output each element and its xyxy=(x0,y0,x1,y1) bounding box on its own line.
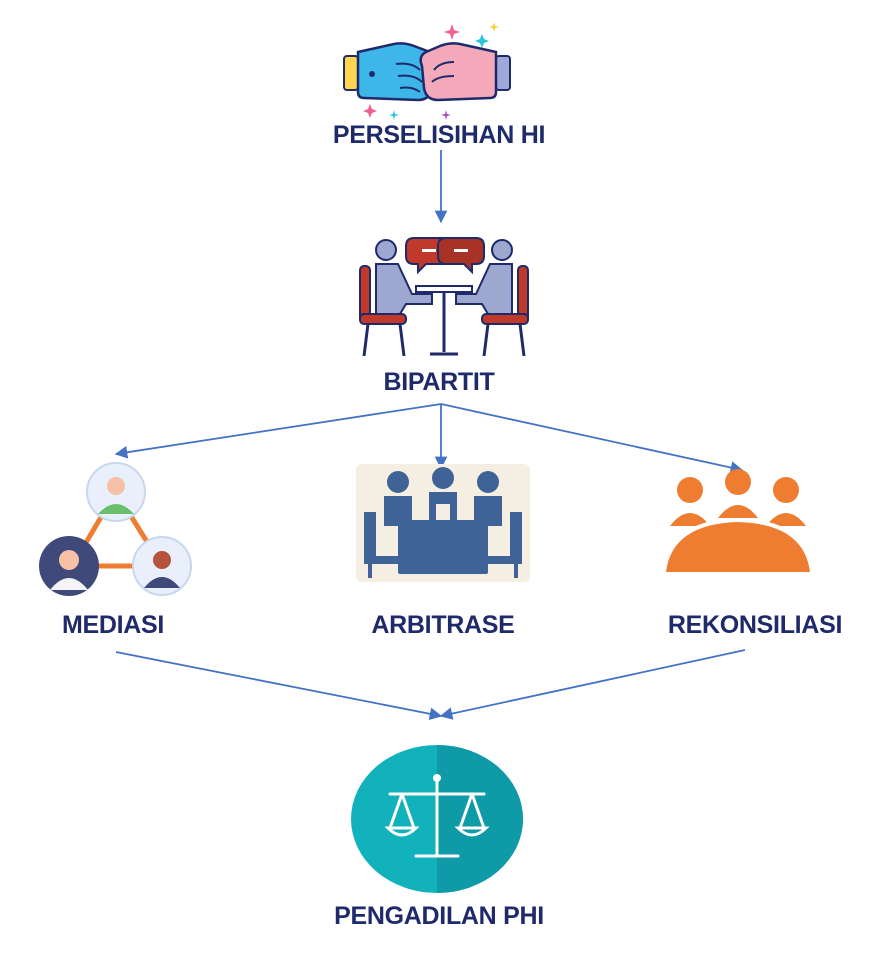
node-label-arbitrase: ARBITRASE xyxy=(371,611,515,639)
node-label-mediasi: MEDIASI xyxy=(61,611,165,639)
justice-scale-icon xyxy=(351,745,523,893)
arrow-bipartit-to-mediasi xyxy=(114,403,442,459)
node-label-pengadilan: PENGADILAN PHI xyxy=(334,902,544,930)
arbitration-table-icon xyxy=(356,464,530,582)
group-meeting-icon xyxy=(664,469,812,573)
node-label-perselisihan: PERSELISIHAN HI xyxy=(332,121,546,149)
meeting-table-icon xyxy=(359,237,529,357)
mediation-network-icon xyxy=(39,462,192,596)
fist-bump-icon xyxy=(343,22,511,120)
arrow-mediasi-to-pengadilan xyxy=(115,651,443,720)
node-label-rekonsiliasi: REKONSILIASI xyxy=(667,611,843,639)
arrow-rekonsiliasi-to-pengadilan xyxy=(439,649,746,720)
arrow-bipartit-to-rekonsiliasi xyxy=(440,403,744,474)
node-label-bipartit: BIPARTIT xyxy=(383,368,495,396)
